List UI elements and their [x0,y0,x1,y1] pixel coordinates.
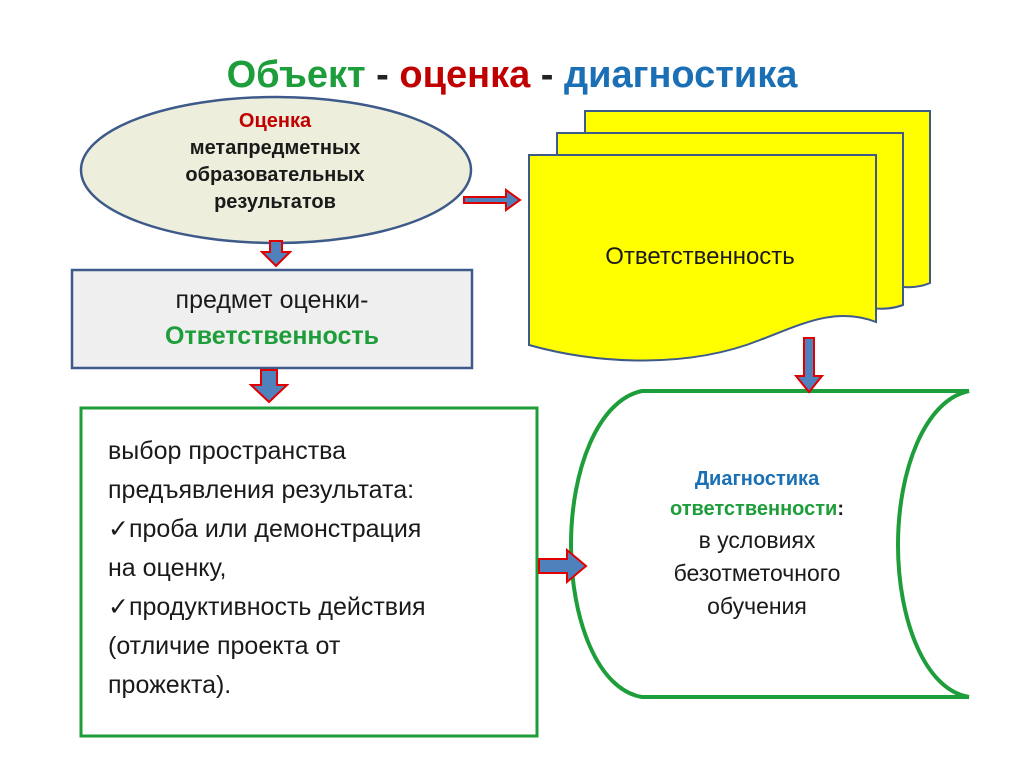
title-object: Объект [226,54,366,96]
choice-box-text: выбор пространства предъявления результа… [108,432,528,705]
assessment-ellipse-text: Оценка метапредметных образовательных ре… [110,108,440,216]
subject-value: Ответственность [165,322,379,350]
subject-box [70,268,474,370]
choice-box [79,406,539,738]
page-title: Объект - оценка - диагностика [0,52,1024,98]
choice-bullet-text: продуктивность действия [128,593,426,621]
subject-label: предмет оценки- [175,286,369,314]
scroll-line: безотметочного [673,560,841,586]
scroll-line: в условиях [698,527,816,553]
title-separator: - [530,54,564,96]
ellipse-heading: Оценка [238,110,312,132]
ellipse-line: результатов [214,191,336,213]
diagnostics-scroll [568,389,970,699]
choice-bullet: ✓проба или демонстрация [108,510,528,549]
subject-box-text: предмет оценки- Ответственность [72,282,472,354]
ellipse-line: образовательных [185,164,365,186]
choice-bullet: ✓продуктивность действия [108,588,528,627]
document-sheet-front [528,154,877,362]
scroll-subheading-text: ответственности [669,498,838,520]
arrow-down-icon [793,337,825,394]
checkmark-icon: ✓ [108,593,129,621]
arrow-down-icon [259,240,293,268]
choice-line: (отличие проекта от [108,632,341,660]
title-diagnostics: диагностика [564,54,798,96]
scroll-heading: Диагностика [694,468,820,490]
arrow-right-icon [463,188,522,212]
choice-line: на оценку, [108,554,227,582]
arrow-down-icon [248,369,290,404]
choice-line: прожекта). [108,671,232,699]
scroll-colon: : [837,498,844,520]
scroll-line: обучения [707,593,807,619]
checkmark-icon: ✓ [108,515,129,543]
title-assessment: оценка [399,54,531,96]
choice-bullet-text: проба или демонстрация [128,515,422,543]
scroll-subheading: ответственности: [622,494,892,524]
choice-line: предъявления результата: [108,476,415,504]
documents-label: Ответственность [605,243,795,270]
ellipse-line: метапредметных [189,137,361,159]
choice-line: выбор пространства [108,437,347,465]
arrow-right-icon [538,547,588,585]
diagnostics-scroll-text: Диагностика ответственности: в условиях … [622,464,892,623]
title-separator: - [365,54,400,96]
